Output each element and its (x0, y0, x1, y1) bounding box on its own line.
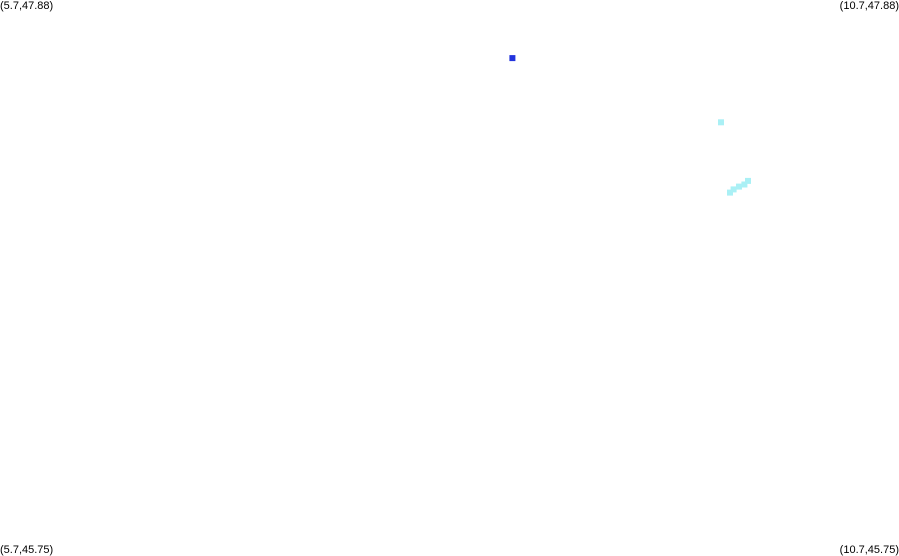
map-marker[interactable] (727, 189, 733, 196)
map-marker[interactable] (509, 55, 516, 62)
map-marker[interactable] (736, 183, 742, 190)
corner-label-bottom-right: (10.7,45.75) (839, 544, 899, 556)
corner-label-top-left: (5.7,47.88) (0, 0, 54, 12)
map-marker[interactable] (730, 186, 737, 193)
corner-label-top-right: (10.7,47.88) (839, 0, 899, 12)
map-marker[interactable] (718, 119, 724, 126)
map-marker[interactable] (741, 181, 748, 188)
corner-label-bottom-left: (5.7,45.75) (0, 544, 54, 556)
map-marker[interactable] (745, 177, 751, 184)
